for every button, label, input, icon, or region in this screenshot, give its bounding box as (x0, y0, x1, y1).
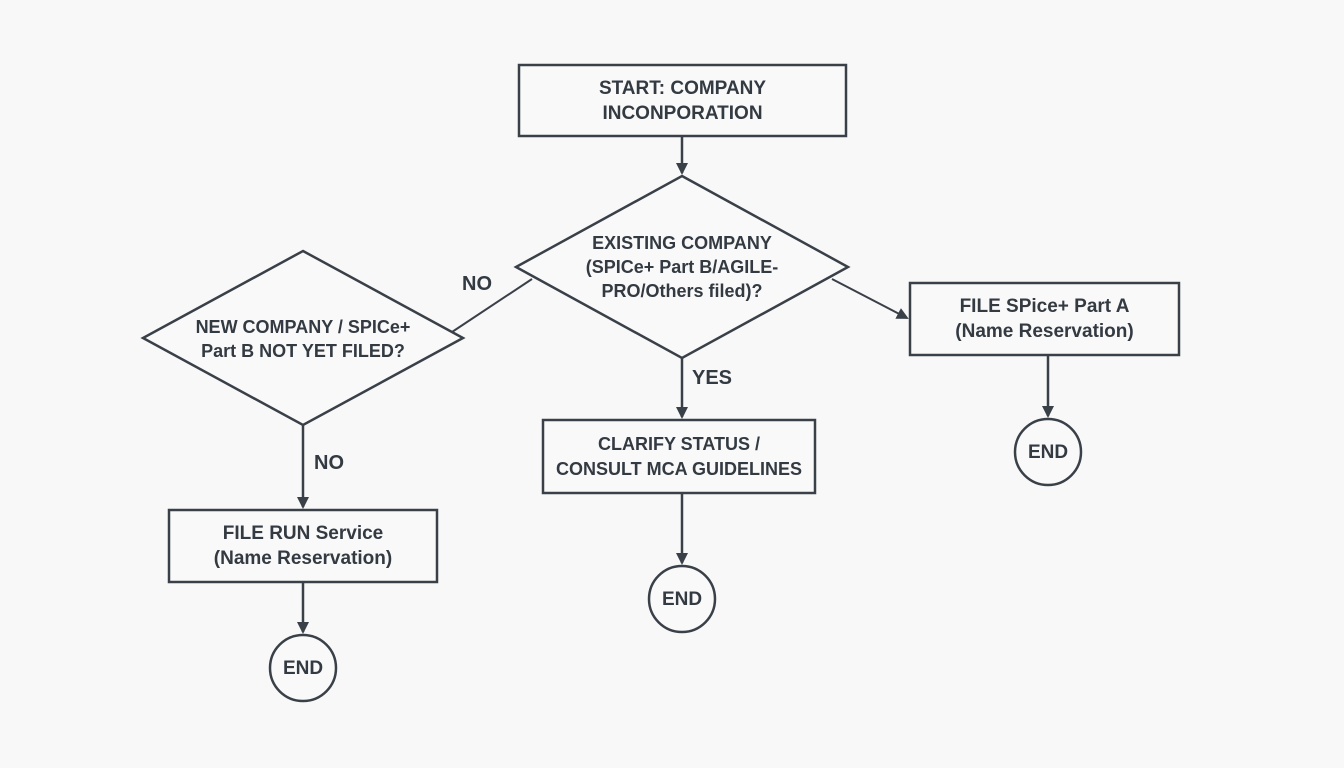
clarify-line-2: CONSULT MCA GUIDELINES (556, 458, 802, 479)
start-node-label: START: COMPANY INCONPORATION (519, 65, 846, 136)
existing-line-2: (SPICe+ Part B/AGILE- (585, 257, 779, 277)
edge-label-yes: YES (692, 367, 733, 389)
end-right-circle (1013, 417, 1083, 487)
start-box (517, 63, 848, 138)
start-line-2: INCONPORATION (602, 102, 763, 124)
file-run-service-box (167, 508, 439, 584)
file-spice-line-2: (Name Reservation) (955, 321, 1134, 342)
existing-line-3: PRO/Others filed)? (601, 281, 763, 301)
end-center-circle (647, 564, 717, 634)
start-line-1: START: COMPANY (598, 77, 767, 99)
clarify-status-label: CLARIFY STATUS / CONSULT MCA GUIDELINES (543, 420, 815, 493)
new-company-line-2: Part B NOT YET FILED? (201, 341, 405, 361)
file-run-service-label: FILE RUN Service (Name Reservation) (169, 510, 437, 582)
end-right-label: END (1027, 441, 1069, 463)
end-left-circle (268, 633, 338, 703)
edge-label-no-left: NO (462, 273, 492, 295)
existing-line-1: EXISTING COMPANY (592, 233, 772, 253)
clarify-line-1: CLARIFY STATUS / (598, 433, 760, 454)
new-company-line-1: NEW COMPANY / SPICe+ (195, 317, 411, 337)
edge-existing-to-file-spice (831, 278, 909, 319)
clarify-status-box (541, 418, 817, 495)
file-run-line-2: (Name Reservation) (213, 548, 393, 569)
edge-existing-to-new-company (451, 278, 533, 333)
file-run-line-1: FILE RUN Service (222, 523, 384, 544)
new-company-label: NEW COMPANY / SPICe+ Part B NOT YET FILE… (163, 312, 443, 366)
file-spice-line-1: FILE SPice+ Part A (959, 296, 1130, 317)
file-spice-part-a-label: FILE SPice+ Part A (Name Reservation) (910, 283, 1179, 355)
existing-company-label: EXISTING COMPANY (SPICe+ Part B/AGILE- P… (540, 224, 824, 310)
end-left-label: END (282, 657, 324, 679)
end-center-label: END (661, 588, 703, 610)
file-spice-part-a-box (908, 281, 1181, 357)
edge-label-no-down: NO (314, 452, 344, 474)
